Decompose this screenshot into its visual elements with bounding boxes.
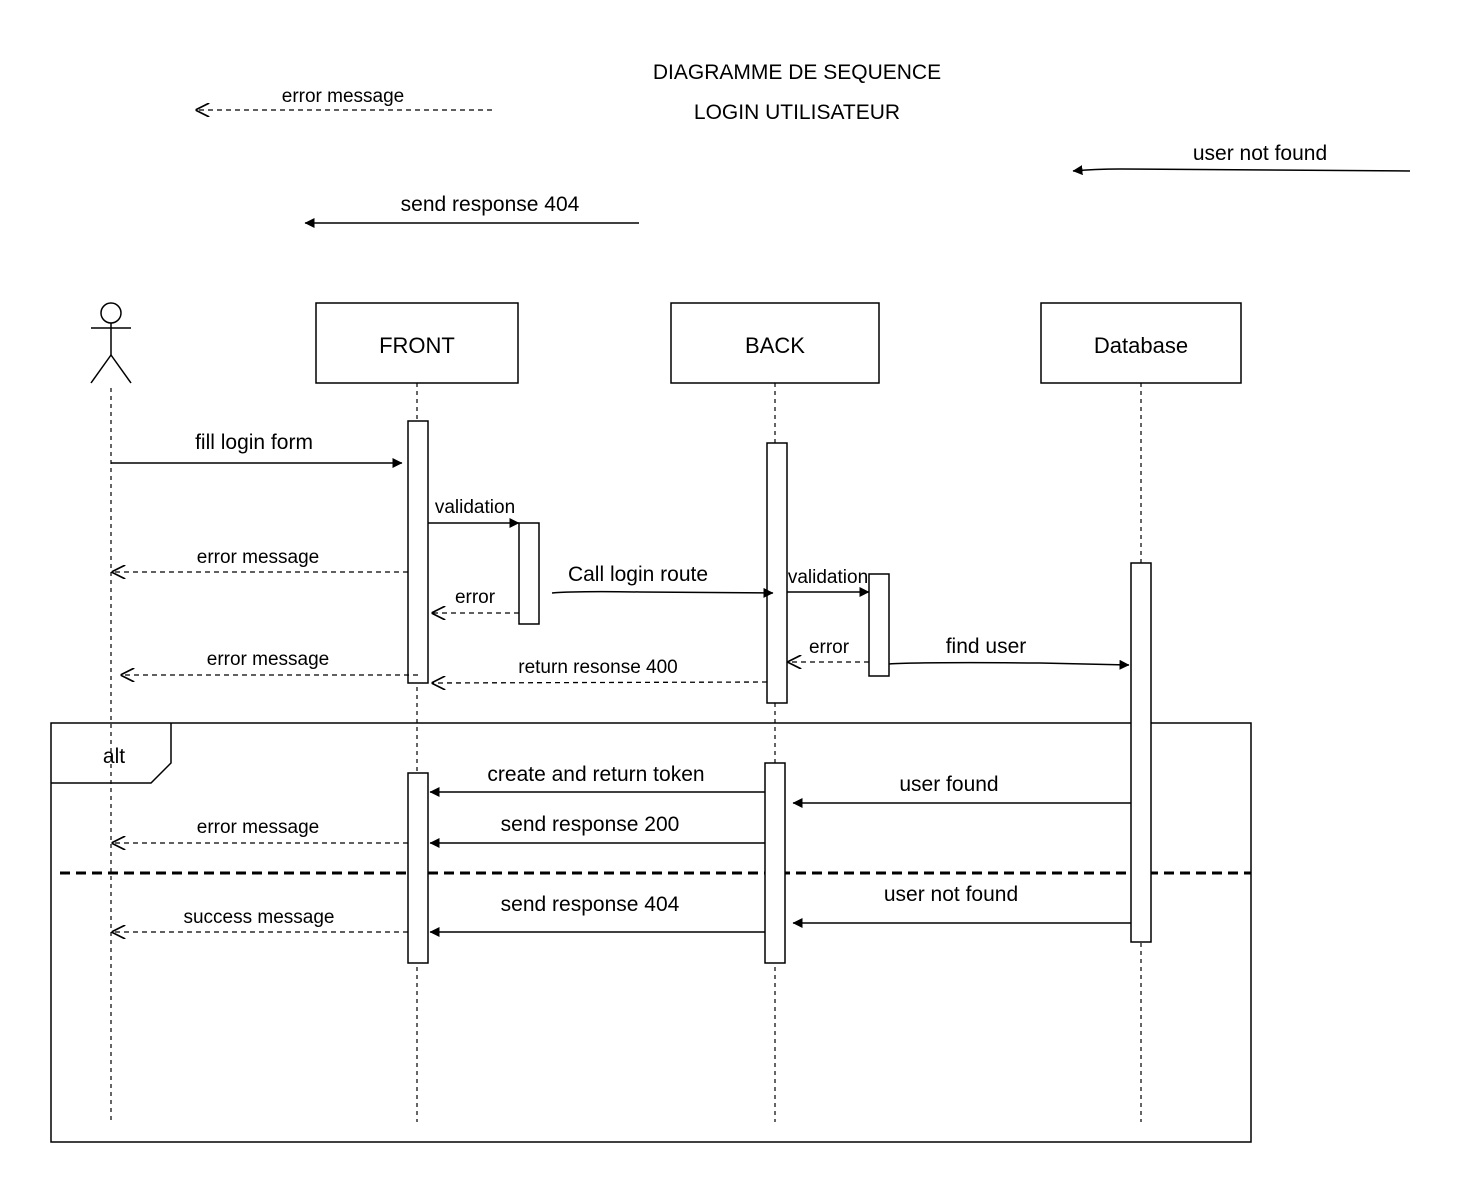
back-activation-1 [766, 442, 788, 704]
alt-fragment-label: alt [103, 745, 125, 768]
loose-error-message-label: error message [282, 86, 405, 107]
alt-user-not-found-label: user not found [884, 883, 1018, 906]
participant-back: BACK [670, 302, 880, 384]
loose-send-response-404-label: send response 404 [401, 193, 580, 216]
participant-database: Database [1040, 302, 1242, 384]
front-activation-1 [407, 420, 429, 684]
fill-login-form-label: fill login form [195, 431, 313, 454]
participant-front-label: FRONT [379, 333, 455, 358]
back-validation-activation [868, 573, 890, 677]
participant-back-label: BACK [745, 333, 805, 358]
loose-user-not-found-arrow [1072, 165, 1411, 176]
user-found-label: user found [899, 773, 998, 796]
send-response-200-label: send response 200 [501, 813, 680, 836]
alt-fragment-tab [51, 723, 172, 784]
diagram-title-line1: DIAGRAMME DE SEQUENCE [653, 61, 941, 84]
alt-error-message-label: error message [197, 817, 320, 838]
success-message-label: success message [183, 907, 334, 928]
front-activation-2 [407, 772, 429, 964]
call-login-route-label: Call login route [568, 563, 708, 586]
back-error-label: error [809, 637, 850, 658]
find-user-arrow [888, 659, 1130, 670]
call-login-route-arrow [551, 587, 774, 598]
return-response-400-arrow [432, 682, 768, 683]
alt-send-response-404-label: send response 404 [501, 893, 680, 916]
find-user-label: find user [946, 635, 1027, 658]
error-message-2-label: error message [207, 649, 330, 670]
back-activation-2 [764, 762, 786, 964]
user-actor-icon [90, 302, 132, 384]
create-and-return-token-label: create and return token [487, 763, 704, 786]
back-validation-label: validation [788, 567, 868, 588]
return-response-400-label: return resonse 400 [518, 657, 678, 678]
diagram-title-line2: LOGIN UTILISATEUR [694, 101, 900, 124]
alt-fragment-frame [50, 722, 1252, 1143]
front-error-label: error [455, 587, 496, 608]
front-validation-label: validation [435, 497, 515, 518]
participant-front: FRONT [315, 302, 519, 384]
participant-database-label: Database [1094, 333, 1188, 358]
error-message-1-label: error message [197, 547, 320, 568]
front-validation-activation [518, 522, 540, 625]
database-activation [1130, 562, 1152, 943]
loose-user-not-found-label: user not found [1193, 142, 1327, 165]
